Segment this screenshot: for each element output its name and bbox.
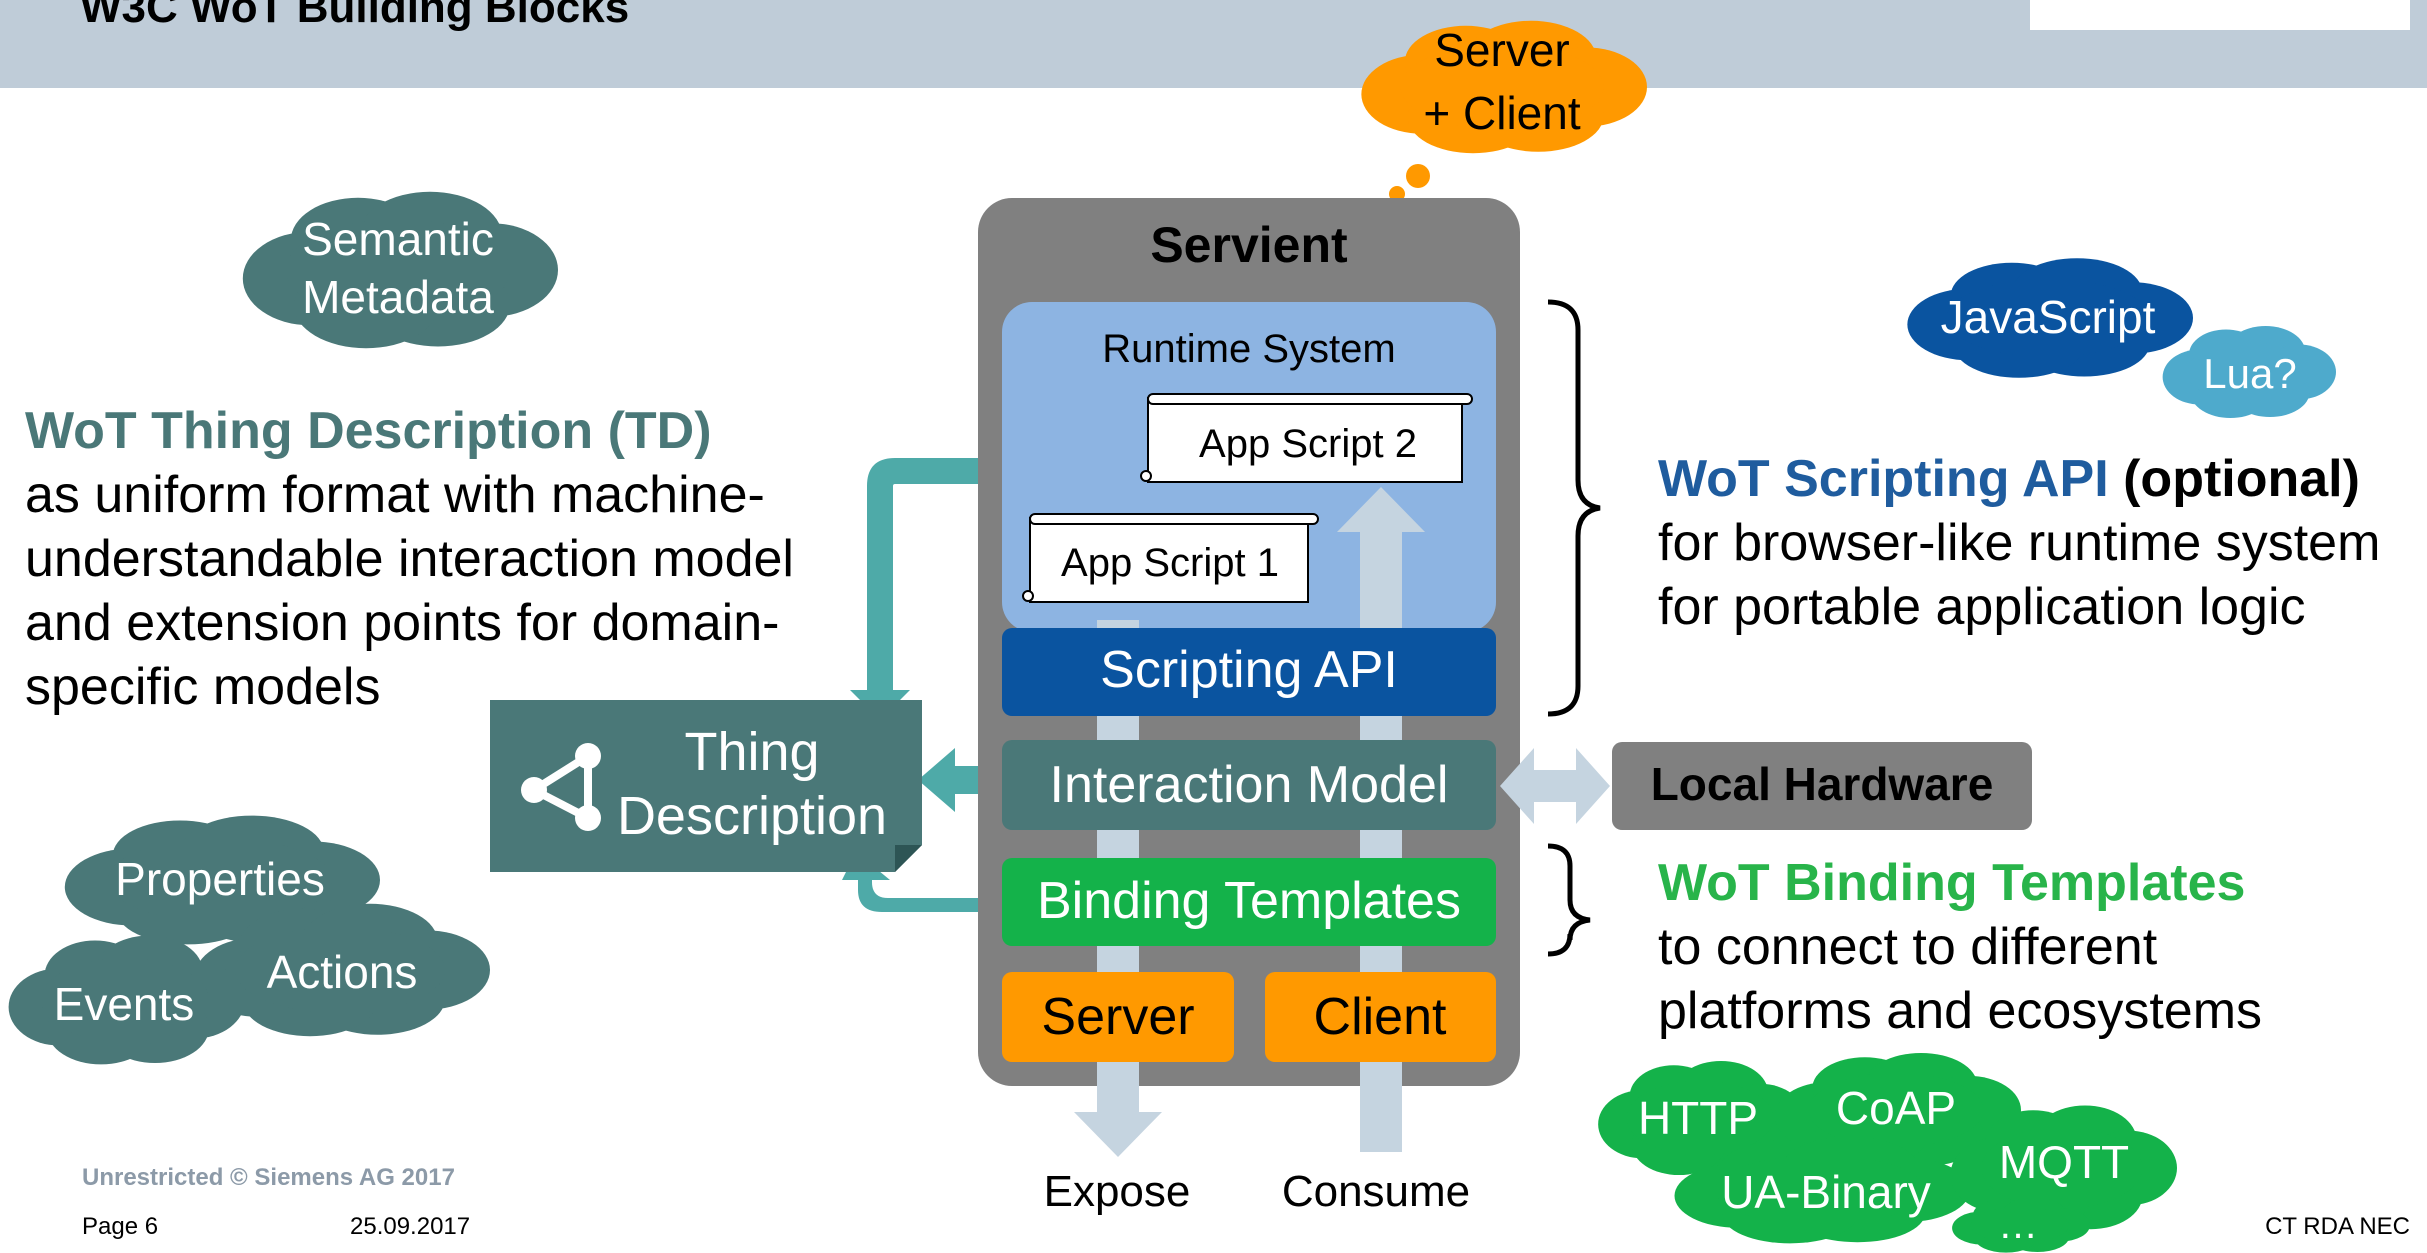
- interaction-model-box: [1002, 740, 1496, 830]
- header-logo-box: [2030, 0, 2410, 30]
- td-line-3: and extension points for domain-: [25, 594, 779, 652]
- binding-line-1: to connect to different: [1658, 918, 2158, 976]
- expose-label: Expose: [1044, 1167, 1191, 1216]
- consume-label: Consume: [1282, 1167, 1470, 1216]
- scripting-line-2: for portable application logic: [1658, 578, 2306, 636]
- binding-templates-label: Binding Templates: [1037, 872, 1461, 930]
- servient-title: Servient: [1150, 217, 1348, 273]
- footer-dept: CT RDA NEC: [2265, 1213, 2410, 1240]
- lua-label: Lua?: [2203, 350, 2296, 397]
- mqtt-label: MQTT: [1999, 1136, 2129, 1188]
- hardware-double-arrow: [1500, 748, 1610, 824]
- scripting-api-box: [1002, 628, 1496, 716]
- scripting-heading: WoT Scripting API (optional): [1658, 450, 2360, 508]
- binding-heading: WoT Binding Templates: [1658, 854, 2245, 912]
- share-nodes-icon: [521, 743, 601, 831]
- http-label: HTTP: [1638, 1092, 1758, 1144]
- local-hardware-box: [1612, 742, 2032, 830]
- local-hardware-label: Local Hardware: [1651, 758, 1994, 810]
- td-box-line1: Thing: [684, 722, 819, 782]
- semantic-line2: Metadata: [302, 271, 494, 323]
- app-script-2-label: App Script 2: [1199, 422, 1417, 466]
- events-label: Events: [54, 978, 195, 1030]
- scripting-heading-suffix: (optional): [2109, 450, 2360, 508]
- scripting-brace: [1547, 299, 1601, 717]
- td-line-1: as uniform format with machine-: [25, 466, 765, 524]
- arrow-interaction-to-td: [918, 748, 1002, 812]
- client-box: [1265, 972, 1496, 1062]
- ua-binary-label: UA-Binary: [1721, 1166, 1931, 1218]
- server-client-line2: + Client: [1423, 87, 1580, 139]
- scripting-heading-main: WoT Scripting API: [1658, 450, 2109, 508]
- thing-description-box: [490, 700, 922, 872]
- semantic-line1: Semantic: [302, 213, 494, 265]
- server-client-line1: Server: [1434, 24, 1569, 76]
- server-box: [1002, 972, 1234, 1062]
- app-script-1-scroll: [1022, 513, 1319, 603]
- td-heading: WoT Thing Description (TD): [25, 402, 712, 460]
- footer-date: 25.09.2017: [350, 1213, 470, 1240]
- interaction-model-label: Interaction Model: [1050, 756, 1449, 814]
- scripting-api-label: Scripting API: [1100, 641, 1398, 699]
- runtime-system-label: Runtime System: [1102, 327, 1395, 371]
- actions-label: Actions: [267, 946, 418, 998]
- td-line-2: understandable interaction model: [25, 530, 794, 588]
- header-band: [0, 0, 2427, 88]
- td-line-4: specific models: [25, 658, 380, 716]
- coap-label: CoAP: [1836, 1082, 1956, 1134]
- client-label: Client: [1314, 988, 1447, 1046]
- binding-templates-box: [1002, 858, 1496, 946]
- arrow-runtime-to-td: [850, 458, 978, 720]
- properties-label: Properties: [115, 853, 325, 905]
- server-label: Server: [1041, 988, 1194, 1046]
- app-script-2-scroll: [1140, 393, 1473, 483]
- app-script-1-label: App Script 1: [1061, 541, 1279, 585]
- javascript-label: JavaScript: [1941, 291, 2156, 343]
- binding-brace: [1547, 843, 1591, 957]
- slide-title: W3C WoT Building Blocks: [80, 0, 629, 32]
- footer-page: Page 6: [82, 1213, 158, 1240]
- scripting-line-1: for browser-like runtime system: [1658, 514, 2380, 572]
- td-box-line2: Description: [617, 786, 887, 846]
- ellipsis-label: …: [1998, 1203, 2038, 1247]
- footer-copyright: Unrestricted © Siemens AG 2017: [82, 1164, 455, 1191]
- binding-line-2: platforms and ecosystems: [1658, 982, 2262, 1040]
